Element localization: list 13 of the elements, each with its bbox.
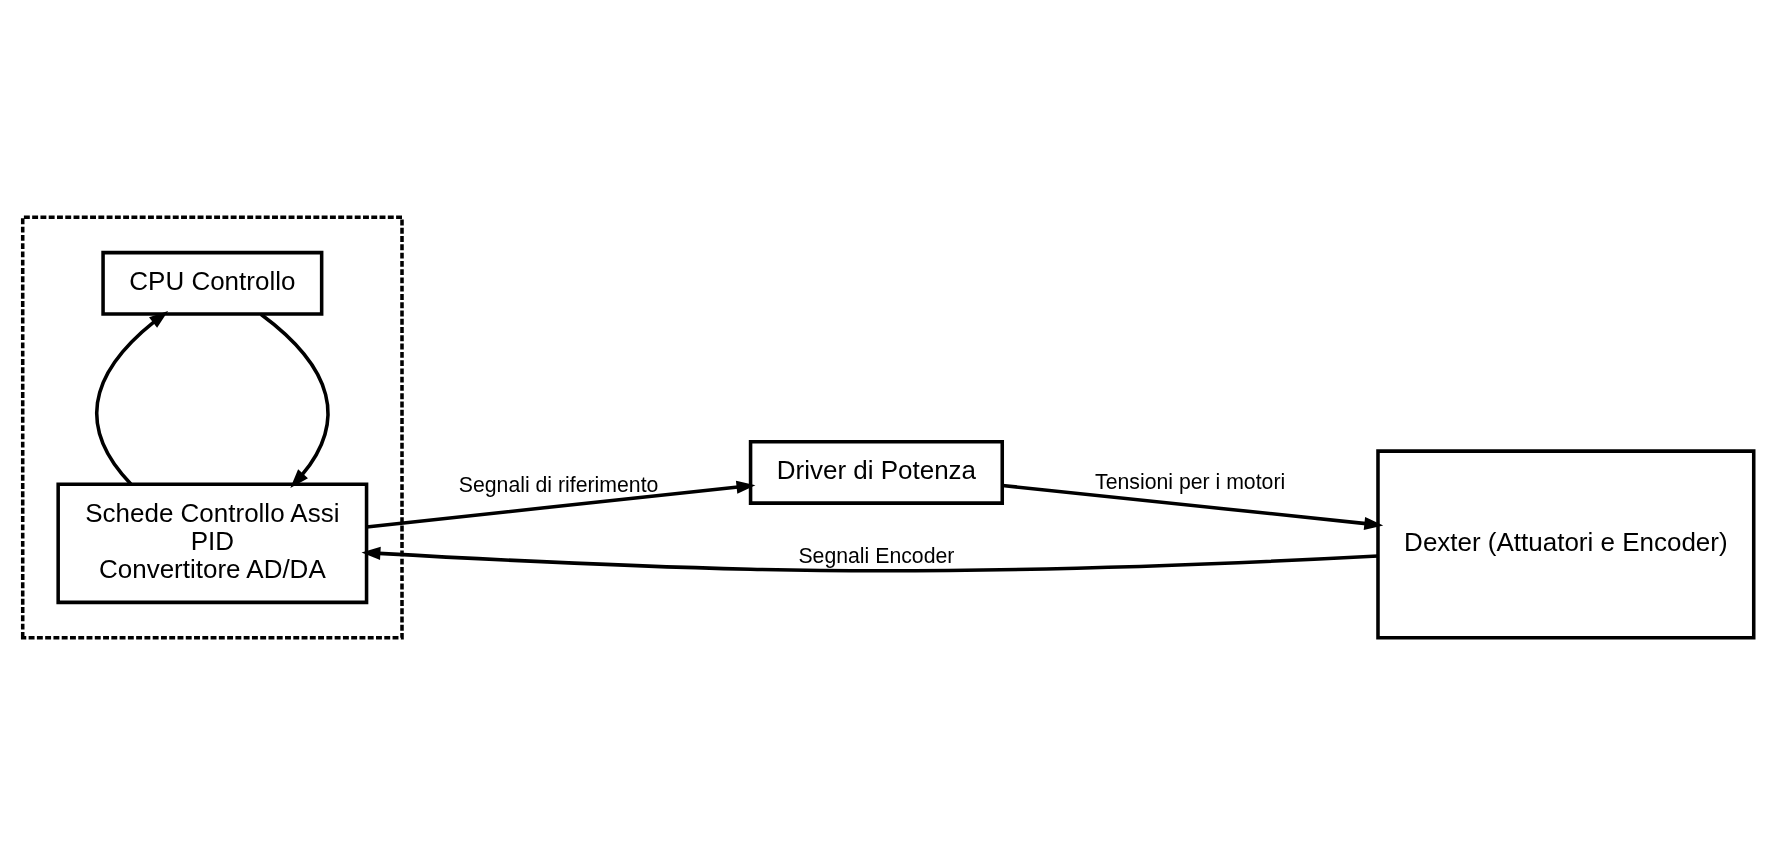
arrow	[95, 310, 169, 485]
arrow	[366, 480, 756, 529]
node-box: CPU Controllo	[101, 250, 324, 316]
node-box: Schede Controllo Assi PID Convertitore AD/DA	[56, 481, 369, 604]
node-box: Dexter (Attuatori e Encoder)	[1376, 448, 1756, 640]
edge-label: Tensioni per i motori	[1095, 469, 1286, 494]
arrow	[1002, 483, 1384, 530]
cluster	[20, 214, 404, 640]
arrow	[361, 546, 1379, 572]
node-box: Driver di Potenza	[748, 439, 1004, 505]
edge-label: Segnali di riferimento	[458, 472, 659, 497]
arrow	[259, 312, 330, 488]
edge-label: Segnali Encoder	[798, 543, 955, 568]
